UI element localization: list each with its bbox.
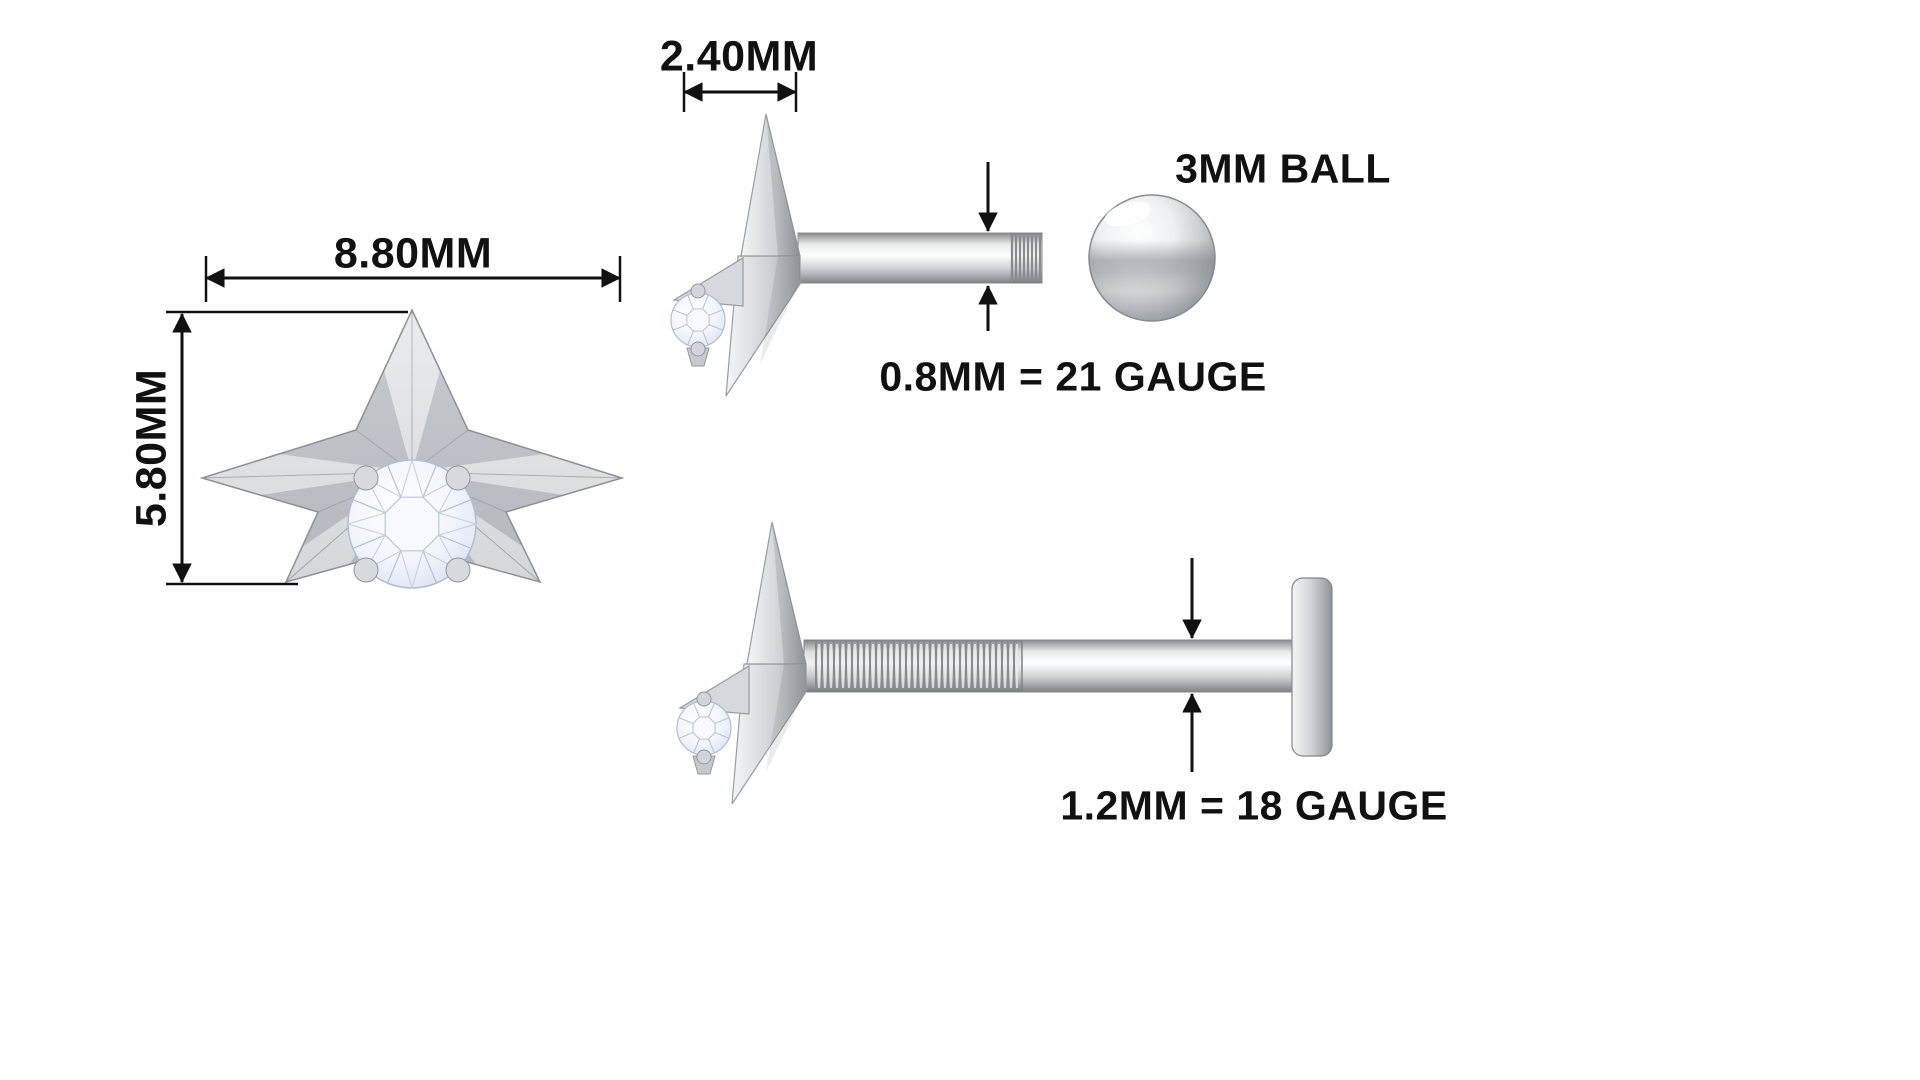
width-dimension: [204, 256, 622, 302]
labret-smooth-post: [1021, 639, 1293, 693]
threads: [815, 642, 1018, 690]
width-dimension-label: 8.80MM: [333, 229, 493, 278]
labret-gauge-label: 1.2MM = 18 GAUGE: [1060, 782, 1448, 829]
height-dimension-label: 5.80MM: [127, 368, 176, 528]
star-jacket-side: [670, 113, 801, 397]
ball-reflection-band: [1089, 240, 1215, 292]
side-view-ball-figure: [670, 113, 1216, 397]
star-jacket-side: [676, 521, 807, 805]
labret-disc: [1291, 577, 1333, 757]
barbell-post: [797, 232, 1043, 284]
height-dimension: [166, 310, 408, 586]
ball-highlight: [1104, 201, 1152, 227]
prong: [353, 465, 379, 491]
barbell-gauge-label: 0.8MM = 21 GAUGE: [879, 353, 1267, 400]
side-view-labret-figure: [676, 521, 1333, 805]
thread-section: [1010, 233, 1042, 283]
front-view-figure: [199, 308, 625, 589]
prong: [445, 557, 471, 583]
prong: [445, 465, 471, 491]
ball-size-label: 3MM BALL: [1175, 145, 1391, 192]
ball-end: [1088, 194, 1216, 322]
prongs: [353, 465, 471, 583]
prong: [353, 557, 379, 583]
depth-dimension-label: 2.40MM: [659, 32, 819, 81]
threads: [1011, 234, 1041, 282]
depth-dimension: [682, 72, 798, 112]
